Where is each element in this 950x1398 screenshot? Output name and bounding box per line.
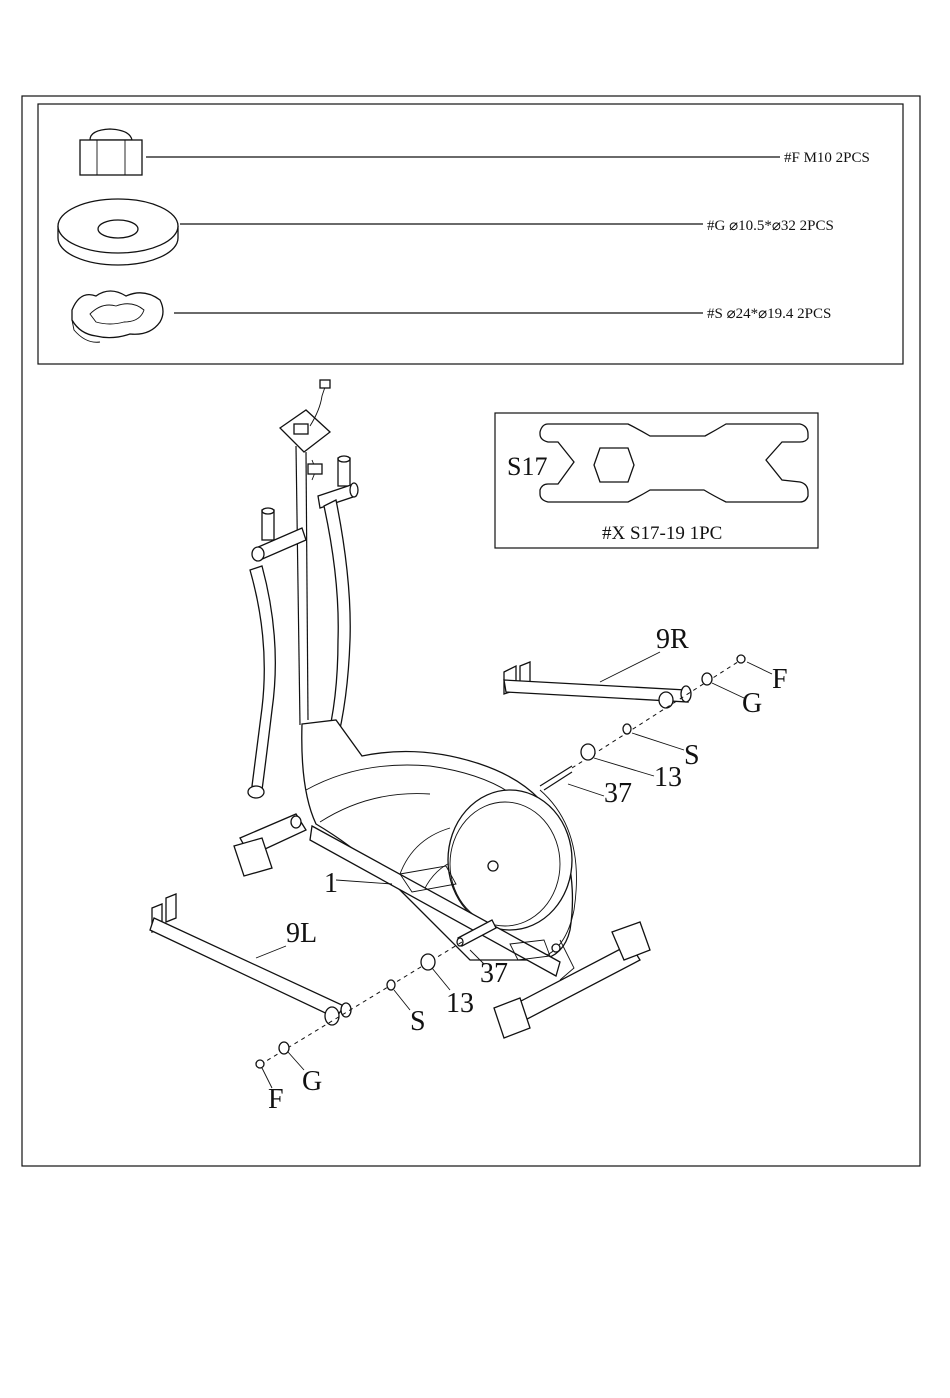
nut-label: #F M10 2PCS <box>784 150 870 166</box>
callout-f-right: F <box>772 664 788 695</box>
nut-icon <box>80 129 142 175</box>
spring-left-icon <box>387 980 395 990</box>
spring-label: #S ⌀24*⌀19.4 2PCS <box>707 306 831 322</box>
hardware-panel: #F M10 2PCS #G ⌀10.5*⌀32 2PCS #S ⌀24*⌀19… <box>38 104 903 364</box>
wrench-panel: S17 #X S17-19 1PC <box>495 413 818 548</box>
pedal-arm-9l <box>150 894 351 1025</box>
spring-right-icon <box>623 724 631 734</box>
axle-right <box>540 766 572 786</box>
washer-right-icon <box>702 673 712 685</box>
callout-s-left: S <box>410 1006 426 1037</box>
callout-37-left: 37 <box>480 958 508 989</box>
callout-37-right: 37 <box>604 778 632 809</box>
callout-13-right: 13 <box>654 762 682 793</box>
nut-left-icon <box>256 1060 264 1068</box>
callout-g-right: G <box>742 688 762 719</box>
callout-13-left: 13 <box>446 988 474 1019</box>
wave-washer-icon <box>72 291 163 342</box>
washer-label: #G ⌀10.5*⌀32 2PCS <box>707 218 834 234</box>
nut-right-icon <box>737 655 745 663</box>
right-handlebar <box>318 456 358 746</box>
callout-f-left: F <box>268 1084 284 1115</box>
callout-9l: 9L <box>286 918 317 949</box>
console-mount <box>280 380 330 452</box>
flat-washer-icon <box>58 199 178 265</box>
callout-s-right: S <box>684 740 700 771</box>
bushing-left-icon <box>421 954 435 970</box>
washer-left-icon <box>279 1042 289 1054</box>
callout-g-left: G <box>302 1066 322 1097</box>
pedal-arm-9r <box>504 662 691 708</box>
wrench-caption: #X S17-19 1PC <box>602 523 722 544</box>
wrench-size-label: S17 <box>507 452 547 481</box>
axle-line-right <box>572 658 744 768</box>
upright-post <box>296 446 322 725</box>
callout-9r: 9R <box>656 624 689 655</box>
wrench-icon <box>540 424 808 502</box>
bushing-right-icon <box>581 744 595 760</box>
rear-stabilizer <box>234 814 306 876</box>
callout-1: 1 <box>324 868 338 899</box>
